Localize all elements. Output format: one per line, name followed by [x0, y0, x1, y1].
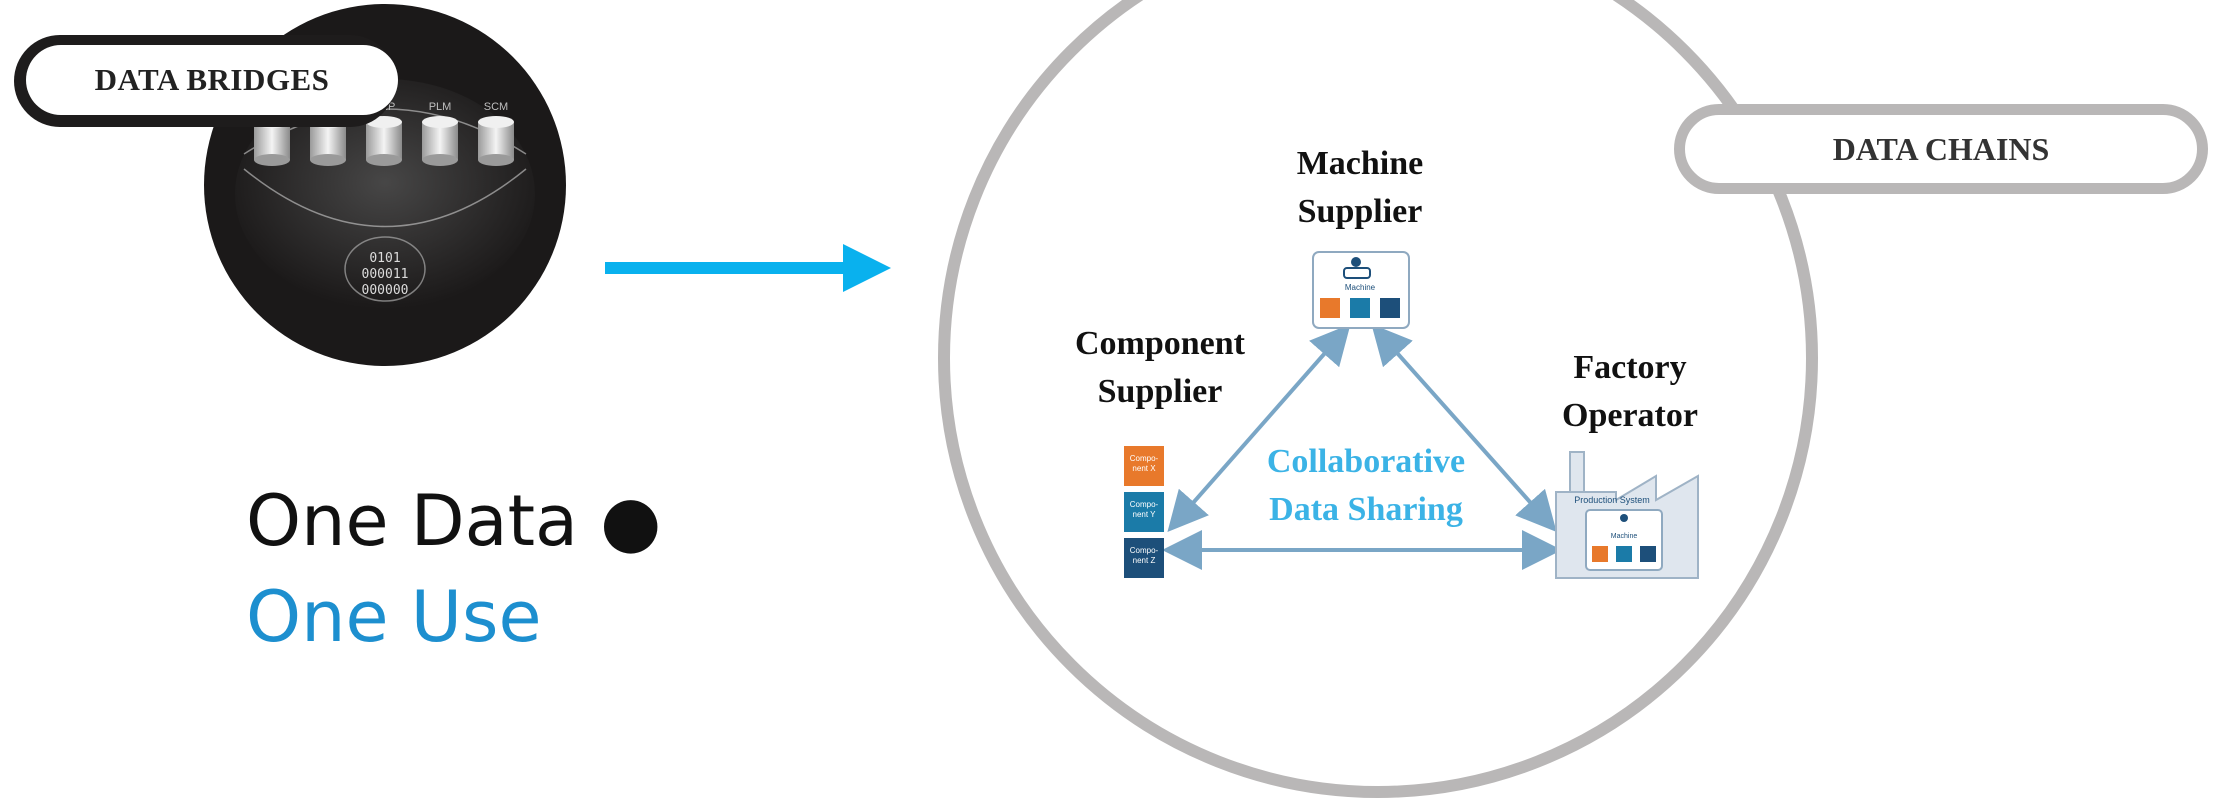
collab-line2: Data Sharing	[1269, 491, 1463, 528]
binary-text: 000011	[362, 267, 409, 282]
component-y-label-2: nent Y	[1133, 510, 1157, 519]
binary-text: 0101	[369, 251, 400, 266]
data-chains-badge: DATA CHAINS	[1674, 104, 2208, 194]
teal-chip	[1350, 298, 1370, 318]
factory-icon: Production System Machine	[1555, 451, 1699, 579]
component-z-label-2: nent Z	[1133, 556, 1156, 565]
component-y-label: Compo-	[1130, 500, 1159, 509]
factory-machine-label: Machine	[1611, 533, 1638, 540]
link-machine-factory	[1371, 324, 1557, 532]
tagline-one-data: One Data ●	[246, 480, 662, 562]
machine-box-label: Machine	[1345, 283, 1376, 292]
collab-line1: Collaborative	[1266, 443, 1466, 480]
component-supplier-line1: Component	[1074, 325, 1246, 362]
factory-operator-line1: Factory	[1573, 349, 1687, 386]
orange-chip	[1320, 298, 1340, 318]
database-icon	[478, 116, 514, 166]
component-x-label-2: nent X	[1132, 464, 1156, 473]
component-stack: Compo- nent X Compo- nent Y Compo- nent …	[1124, 446, 1164, 578]
component-z-label: Compo-	[1130, 546, 1159, 555]
component-supplier-label: Component Supplier	[1030, 320, 1290, 416]
component-z-tile	[1124, 538, 1164, 578]
machine-supplier-line2: Supplier	[1297, 193, 1423, 230]
binary-text: 000000	[362, 283, 409, 298]
factory-operator-label: Factory Operator	[1520, 344, 1740, 440]
machine-icon	[1343, 257, 1371, 279]
component-x-tile	[1124, 446, 1164, 486]
machine-supplier-line1: Machine	[1296, 145, 1424, 182]
arrow-right-icon	[605, 244, 891, 292]
component-x-label: Compo-	[1130, 454, 1159, 463]
data-bridges-label: DATA BRIDGES	[94, 62, 330, 97]
database-label: PLM	[429, 101, 452, 113]
component-y-tile	[1124, 492, 1164, 532]
data-bridges-badge-inner	[26, 45, 398, 115]
link-machine-component	[1167, 323, 1351, 533]
machine-box: Machine	[1312, 251, 1410, 329]
component-supplier-line2: Supplier	[1097, 373, 1223, 410]
tagline-one-use: One Use	[246, 576, 542, 658]
database-label: SCM	[484, 101, 508, 113]
machine-supplier-label: Machine Supplier	[1260, 140, 1460, 236]
database-icon	[422, 116, 458, 166]
factory-operator-line2: Operator	[1562, 397, 1698, 434]
navy-chip	[1380, 298, 1400, 318]
collaborative-data-sharing-label: Collaborative Data Sharing	[1236, 438, 1496, 534]
production-system-label: Production System	[1574, 495, 1650, 505]
